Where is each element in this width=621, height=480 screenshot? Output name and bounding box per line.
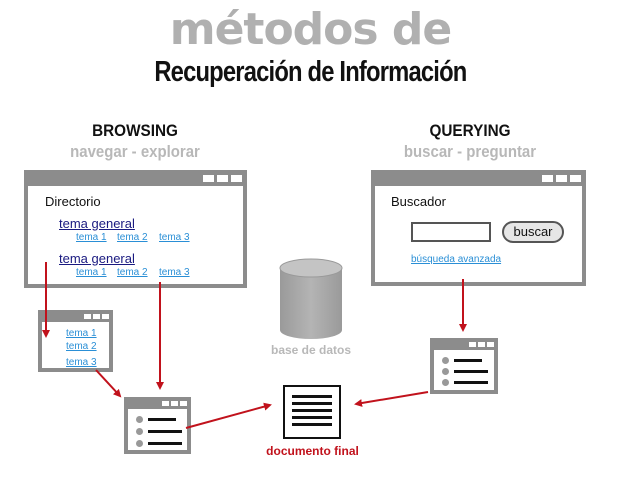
database-label: base de datos	[270, 343, 352, 357]
window-buttons[interactable]	[203, 175, 242, 182]
search-label: Buscador	[391, 194, 446, 209]
querying-subtitle: buscar - preguntar	[403, 142, 537, 161]
arrow-to-document-left	[185, 402, 272, 429]
arrow-diagonal-left	[95, 369, 122, 398]
topic-2-link[interactable]: tema 2	[117, 232, 148, 243]
topic-2-link[interactable]: tema 2	[117, 267, 148, 278]
window-buttons[interactable]	[542, 175, 581, 182]
list-window-left	[124, 397, 191, 454]
topic-general-1[interactable]: tema general	[59, 216, 135, 231]
search-input[interactable]	[411, 222, 491, 242]
directory-window: Directorio tema general tema 1 tema 2 te…	[24, 170, 247, 288]
final-document-label: documento final	[266, 444, 359, 458]
topic-1-link[interactable]: tema 1	[76, 267, 107, 278]
arrow-to-document-right	[354, 391, 429, 407]
querying-title: QUERYING	[429, 121, 511, 140]
advanced-search-link[interactable]: búsqueda avanzada	[411, 254, 502, 265]
browsing-subtitle: navegar - explorar	[70, 142, 200, 161]
list-window-right	[430, 338, 498, 394]
directory-label: Directorio	[45, 194, 101, 209]
title-metodos-de: métodos de	[169, 4, 453, 55]
topic-3-link[interactable]: tema 3	[159, 267, 190, 278]
title-recuperacion: Recuperación de Información	[154, 56, 467, 88]
window-buttons[interactable]	[84, 314, 109, 319]
topic-general-2[interactable]: tema general	[59, 251, 135, 266]
directory-titlebar	[26, 172, 245, 186]
document-icon	[283, 385, 341, 439]
database-icon	[279, 258, 343, 339]
topic-1-link[interactable]: tema 1	[66, 328, 97, 339]
window-buttons[interactable]	[469, 342, 494, 347]
topics-window: tema 1 tema 2 tema 3	[38, 310, 113, 372]
topic-2-link[interactable]: tema 2	[66, 341, 97, 352]
topic-3-link[interactable]: tema 3	[159, 232, 190, 243]
window-buttons[interactable]	[162, 401, 187, 406]
browsing-title: BROWSING	[92, 121, 178, 140]
topic-1-link[interactable]: tema 1	[76, 232, 107, 243]
search-window: Buscador buscar búsqueda avanzada	[371, 170, 586, 286]
topic-3-link[interactable]: tema 3	[66, 357, 97, 368]
search-button[interactable]: buscar	[502, 221, 564, 243]
